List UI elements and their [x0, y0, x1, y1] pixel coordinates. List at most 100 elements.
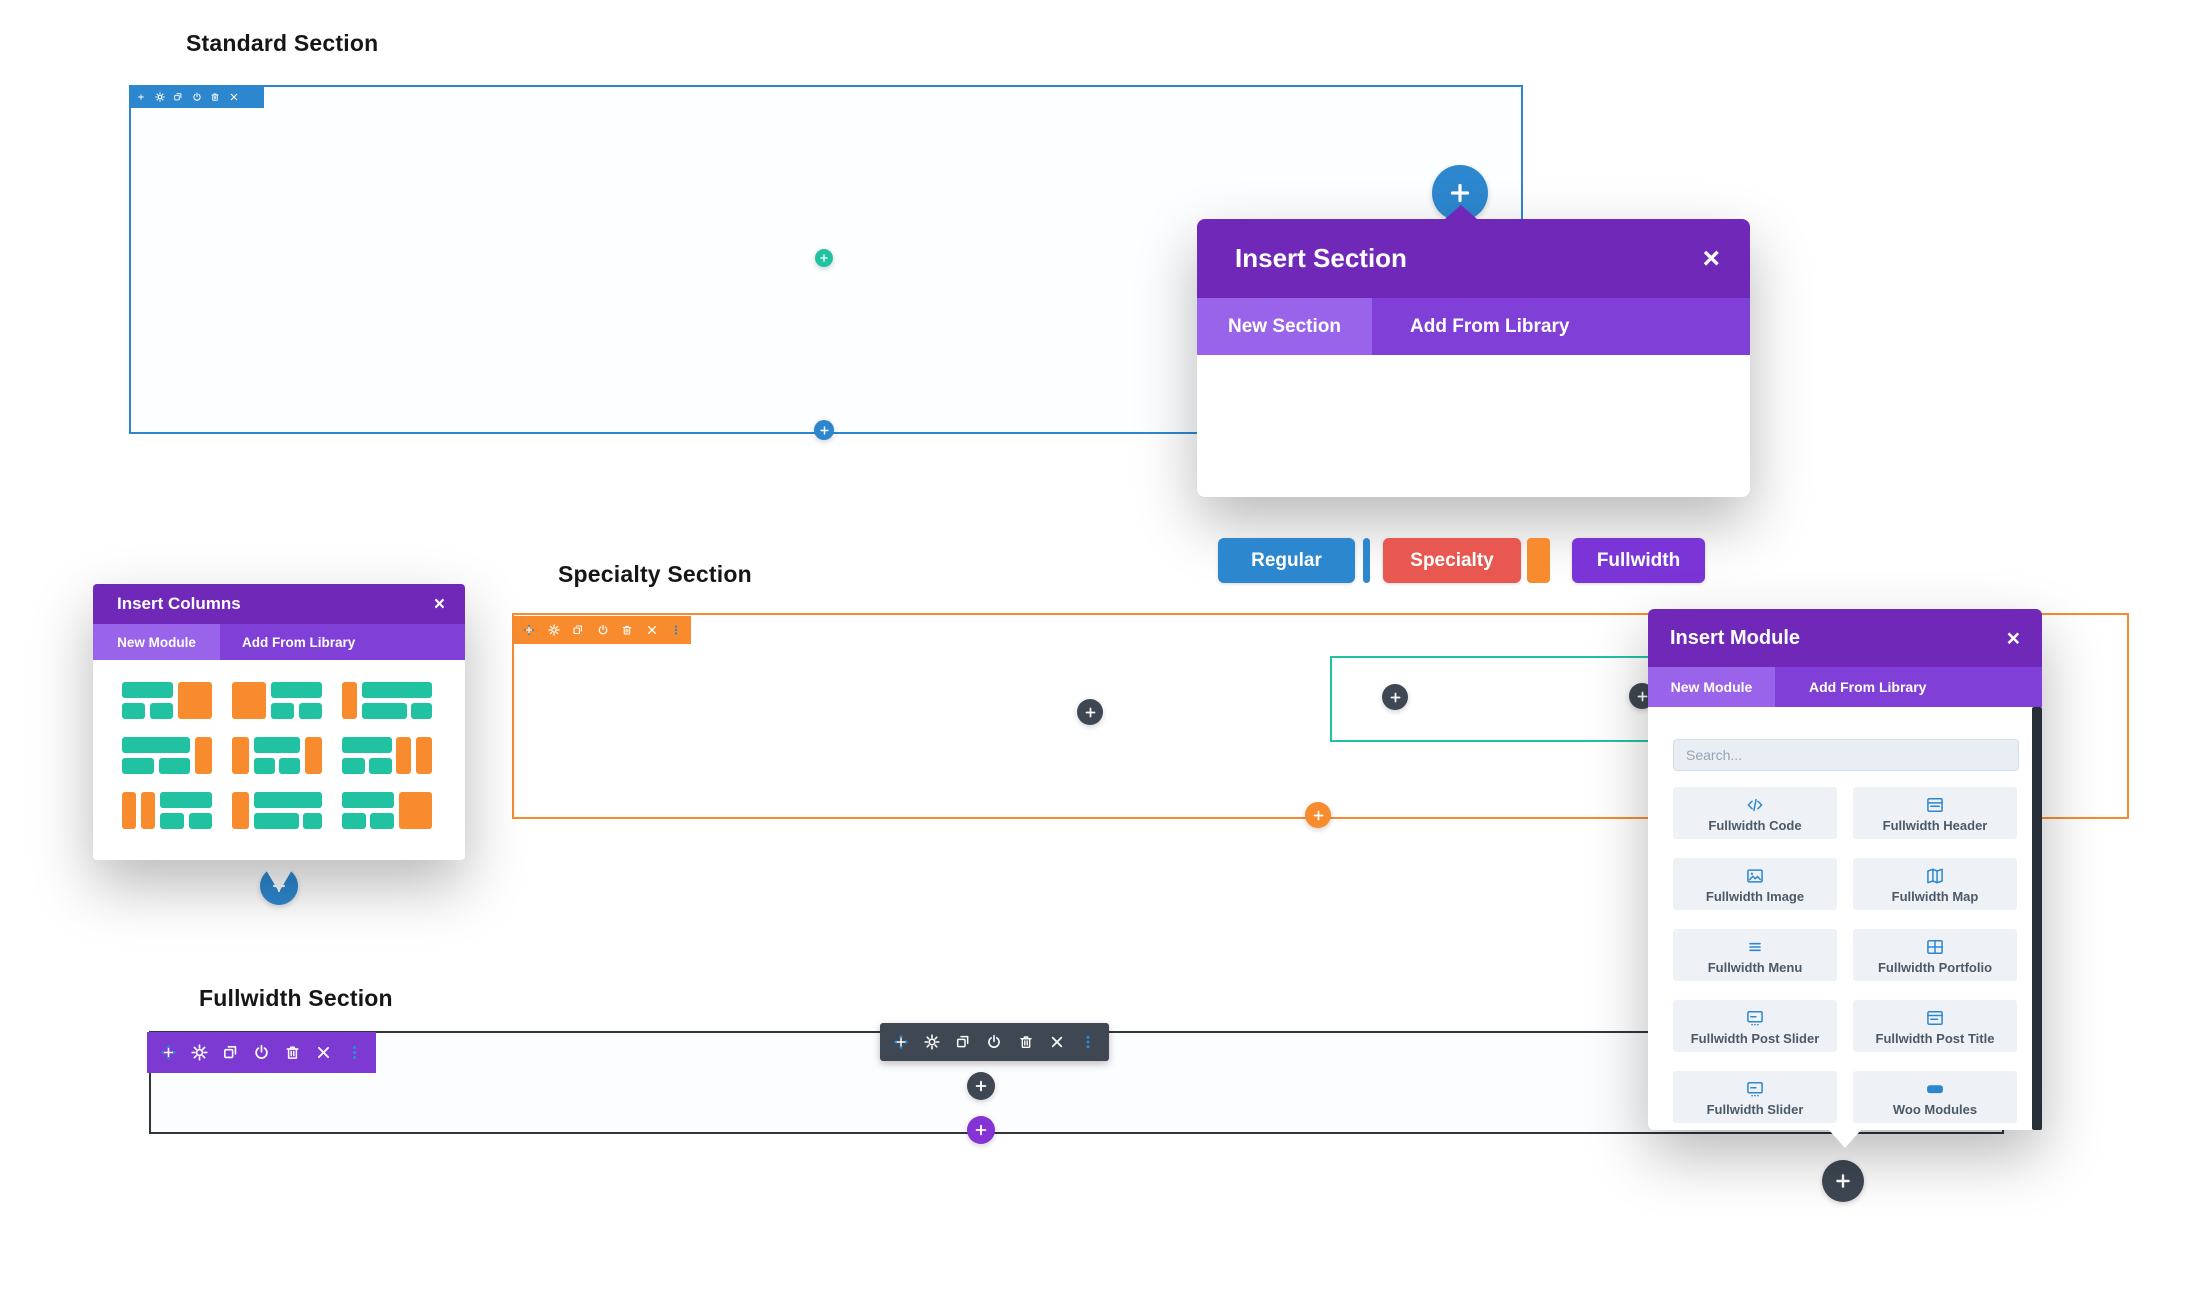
- fullwidth-row-toolbar[interactable]: .fil{fill:#ffffff;stroke:none} .fil{fill:…: [880, 1023, 1109, 1061]
- column-block-teal: [159, 792, 212, 808]
- add-section-button[interactable]: .fil{fill:#ffffff;stroke:none}: [1432, 165, 1488, 221]
- column-layout-option[interactable]: [342, 792, 432, 829]
- standard-section-toolbar[interactable]: .fil{fill:#ffffff;stroke:none} .fil{fill:…: [129, 85, 264, 108]
- module-card[interactable]: .fil{fill:var(--icon-blue);stroke:none}F…: [1673, 929, 1837, 981]
- tab-new-module[interactable]: New Module: [93, 624, 220, 660]
- insert-module-modal-header: Insert Module ×: [1648, 609, 2042, 667]
- column-layout-option[interactable]: [342, 682, 432, 719]
- column-block-teal: [298, 703, 322, 719]
- column-block-teal: [122, 737, 191, 753]
- column-layout-option[interactable]: [232, 792, 322, 829]
- close-icon[interactable]: .fil{fill:#ffffff;stroke:none}: [229, 92, 239, 102]
- duplicate-icon[interactable]: .fil{fill:#ffffff;stroke:none}: [572, 624, 584, 636]
- module-search-input[interactable]: [1674, 740, 2042, 770]
- power-icon[interactable]: .fil{fill:#ffffff;stroke:none}: [986, 1034, 1002, 1050]
- close-icon[interactable]: ×: [2006, 624, 2020, 651]
- close-icon[interactable]: ×: [433, 593, 445, 615]
- column-block-teal: [342, 737, 392, 753]
- module-card[interactable]: .fil{fill:var(--icon-blue);stroke:none}F…: [1673, 787, 1837, 839]
- tab-add-from-library[interactable]: Add From Library: [1410, 315, 1570, 337]
- fullwidth-section-toolbar[interactable]: .fil{fill:#ffffff;stroke:none} .fil{fill:…: [147, 1032, 376, 1073]
- dots-icon[interactable]: .fil{fill:#ffffff;stroke:none}: [1080, 1034, 1096, 1050]
- column-block-orange: [177, 682, 212, 719]
- insert-columns-modal: Insert Columns × New Module Add From Lib…: [93, 584, 465, 860]
- insert-section-modal-body: Regular Specialty Fullwidth: [1197, 355, 1750, 583]
- regular-section-button[interactable]: Regular: [1218, 538, 1355, 583]
- duplicate-icon[interactable]: .fil{fill:#ffffff;stroke:none}: [173, 92, 183, 102]
- gear-icon[interactable]: .fil{fill:#ffffff;stroke:none}: [924, 1034, 940, 1050]
- insert-module-button[interactable]: .fil{fill:#ffffff;stroke:none}: [967, 1072, 995, 1100]
- duplicate-icon[interactable]: .fil{fill:#ffffff;stroke:none}: [222, 1044, 239, 1061]
- module-card[interactable]: .fil{fill:var(--icon-blue);stroke:none}F…: [1853, 929, 2017, 981]
- close-icon[interactable]: ×: [1702, 241, 1720, 275]
- add-module-button[interactable]: .fil{fill:#ffffff;stroke:none}: [1822, 1160, 1864, 1202]
- specialty-section-button[interactable]: Specialty: [1383, 538, 1521, 583]
- module-card[interactable]: .fil{fill:var(--icon-blue);stroke:none}F…: [1853, 787, 2017, 839]
- insert-section-below-button[interactable]: .fil{fill:#ffffff;stroke:none}: [1305, 802, 1331, 828]
- insert-section-below-button[interactable]: .fil{fill:#ffffff;stroke:none}: [814, 420, 834, 440]
- dots-icon[interactable]: .fil{fill:#ffffff;stroke:none}: [247, 92, 257, 102]
- move-icon[interactable]: .fil{fill:#ffffff;stroke:none}: [523, 624, 535, 636]
- module-list-scrollbar[interactable]: [2032, 707, 2042, 1130]
- trash-icon[interactable]: .fil{fill:#ffffff;stroke:none}: [1018, 1034, 1034, 1050]
- module-search: [1673, 739, 2042, 771]
- dots-icon[interactable]: .fil{fill:#ffffff;stroke:none}: [670, 624, 682, 636]
- power-icon[interactable]: .fil{fill:#ffffff;stroke:none}: [253, 1044, 270, 1061]
- module-card[interactable]: .fil{fill:var(--icon-blue);stroke:none}F…: [1673, 1071, 1837, 1123]
- insert-row-button[interactable]: .fil{fill:#ffffff;stroke:none}: [815, 249, 833, 267]
- close-icon[interactable]: .fil{fill:#ffffff;stroke:none}: [646, 624, 658, 636]
- power-icon[interactable]: .fil{fill:#ffffff;stroke:none}: [597, 624, 609, 636]
- column-layout-option[interactable]: [232, 737, 322, 774]
- move-icon[interactable]: .fil{fill:#ffffff;stroke:none}: [160, 1044, 177, 1061]
- trash-icon[interactable]: .fil{fill:#ffffff;stroke:none}: [210, 92, 220, 102]
- module-card[interactable]: .fil{fill:var(--icon-blue);stroke:none}F…: [1673, 858, 1837, 910]
- tab-new-module[interactable]: New Module: [1648, 667, 1775, 707]
- post-slider-icon: .fil{fill:var(--icon-blue);stroke:none}: [1745, 1008, 1765, 1028]
- module-card[interactable]: .fil{fill:var(--icon-blue);stroke:none}W…: [1853, 1071, 2017, 1123]
- insert-module-button[interactable]: .fil{fill:#ffffff;stroke:none}: [1382, 684, 1408, 710]
- close-icon[interactable]: .fil{fill:#ffffff;stroke:none}: [1049, 1034, 1065, 1050]
- gear-icon[interactable]: .fil{fill:#ffffff;stroke:none}: [154, 91, 165, 102]
- trash-icon[interactable]: .fil{fill:#ffffff;stroke:none}: [284, 1044, 301, 1061]
- tab-add-from-library[interactable]: Add From Library: [1809, 679, 1927, 695]
- gear-icon[interactable]: .fil{fill:#ffffff;stroke:none}: [191, 1044, 208, 1061]
- module-label: Woo Modules: [1892, 1102, 1978, 1117]
- column-block-teal: [159, 813, 185, 829]
- column-layout-option[interactable]: [122, 682, 212, 719]
- insert-section-below-button[interactable]: .fil{fill:#ffffff;stroke:none}: [967, 1116, 995, 1144]
- column-block-teal: [122, 758, 155, 774]
- column-block-teal: [253, 813, 299, 829]
- module-card[interactable]: .fil{fill:var(--icon-blue);stroke:none}F…: [1673, 1000, 1837, 1052]
- column-layout-option[interactable]: [122, 737, 212, 774]
- move-icon[interactable]: .fil{fill:#ffffff;stroke:none}: [136, 91, 146, 102]
- dots-icon[interactable]: .fil{fill:#ffffff;stroke:none}: [346, 1044, 363, 1061]
- module-card[interactable]: .fil{fill:var(--icon-blue);stroke:none}F…: [1853, 858, 2017, 910]
- column-layouts-grid: [93, 660, 465, 860]
- close-icon[interactable]: .fil{fill:#ffffff;stroke:none}: [315, 1044, 332, 1061]
- column-layout-option[interactable]: [122, 792, 212, 829]
- fullwidth-section-button[interactable]: Fullwidth: [1572, 538, 1705, 583]
- column-block-teal: [253, 792, 322, 808]
- tab-add-from-library[interactable]: Add From Library: [242, 634, 356, 650]
- woo-icon: .fil{fill:var(--icon-blue);stroke:none}W…: [1925, 1079, 1945, 1099]
- insert-columns-modal-title: Insert Columns: [117, 594, 241, 613]
- tab-new-section[interactable]: New Section: [1197, 298, 1372, 355]
- column-block-teal: [342, 792, 395, 808]
- module-card[interactable]: .fil{fill:var(--icon-blue);stroke:none}F…: [1853, 1000, 2017, 1052]
- gear-icon[interactable]: .fil{fill:#ffffff;stroke:none}: [547, 624, 560, 636]
- trash-icon[interactable]: .fil{fill:#ffffff;stroke:none}: [621, 624, 633, 636]
- module-label: Fullwidth Post Title: [1875, 1031, 1995, 1046]
- insert-section-modal-tabs: New Section Add From Library: [1197, 298, 1750, 355]
- move-icon[interactable]: .fil{fill:#ffffff;stroke:none}: [893, 1034, 909, 1050]
- column-block-teal: [369, 813, 395, 829]
- column-layout-option[interactable]: [232, 682, 322, 719]
- power-icon[interactable]: .fil{fill:#ffffff;stroke:none}: [192, 92, 202, 102]
- svg-text:WOO: WOO: [1929, 1087, 1941, 1092]
- column-layout-option[interactable]: [342, 737, 432, 774]
- duplicate-icon[interactable]: .fil{fill:#ffffff;stroke:none}: [955, 1034, 971, 1050]
- column-block-teal: [122, 682, 174, 698]
- insert-module-button[interactable]: .fil{fill:#ffffff;stroke:none}: [1077, 699, 1103, 725]
- specialty-section-toolbar[interactable]: .fil{fill:#ffffff;stroke:none} .fil{fill:…: [514, 616, 691, 644]
- column-block-orange: [415, 737, 432, 774]
- module-label: Fullwidth Map: [1891, 889, 1979, 904]
